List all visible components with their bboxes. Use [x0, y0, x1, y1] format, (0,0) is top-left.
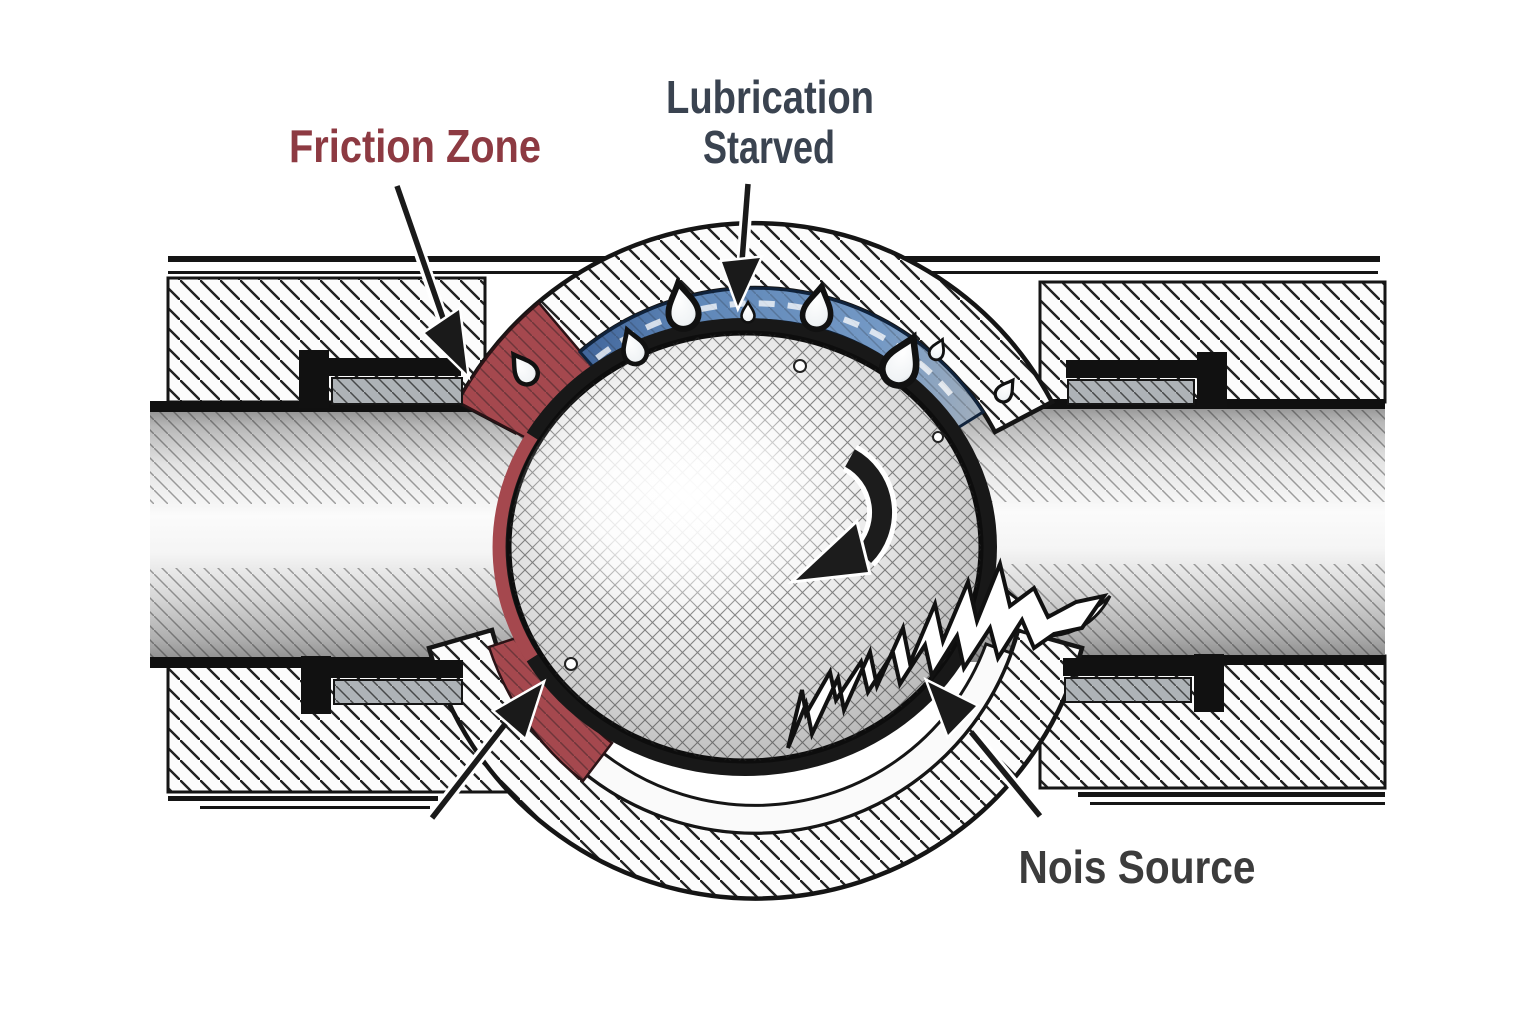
housing-bottom-edge-line-left	[168, 796, 438, 801]
ball-texture	[509, 333, 981, 761]
rotation-arrow-icon	[787, 444, 897, 584]
droplet-icon	[740, 299, 756, 324]
lubrication-band-streaks	[595, 300, 960, 404]
seal-key-top-right	[1066, 352, 1227, 408]
droplet-icon	[879, 331, 920, 389]
shaft-right-hatch-top	[955, 410, 1385, 502]
noise-zigzag	[786, 557, 1109, 749]
housing-bottom-edge-line-right-2	[1090, 802, 1385, 805]
lubrication-starved-label-line1: Lubrication	[666, 71, 874, 123]
lubrication-starved-label-line2: Starved	[703, 121, 835, 173]
seal-spacer-hatch	[334, 680, 462, 704]
arrow-shaft	[394, 185, 455, 345]
droplet-icon	[799, 280, 834, 333]
droplets	[510, 276, 1015, 404]
droplet-icon	[993, 377, 1015, 404]
ball-glint-1	[793, 359, 807, 373]
seal-key-block	[301, 656, 331, 714]
arrow-head-fill	[722, 258, 760, 306]
seal-key-bar	[1066, 360, 1197, 378]
noise-source-label: Nois Source	[1019, 841, 1256, 893]
shaft-left-top-edge	[150, 401, 575, 412]
seal-key-top-left	[299, 350, 463, 408]
friction-zone-bottom-hatch	[489, 632, 612, 781]
droplet-icon	[510, 350, 540, 387]
droplet-icon	[621, 325, 650, 367]
friction-contact-strip	[492, 432, 538, 662]
friction-zone-label: Friction Zone	[289, 120, 541, 172]
noise-burst-icon	[786, 557, 1112, 749]
arrow-head-fill	[495, 684, 542, 737]
arrow-shaft	[968, 730, 1043, 818]
droplet-icon	[665, 276, 702, 332]
noise-source-arrow	[923, 676, 1045, 820]
ball-glint-3	[564, 657, 578, 671]
seal-key-block	[299, 350, 329, 408]
arrow-head-fill	[928, 682, 976, 735]
seal-key-bar	[331, 660, 463, 678]
seal-spacer-hatch	[1068, 380, 1194, 404]
friction-zone-arrow	[391, 184, 471, 381]
lubrication-starved-arrow	[718, 183, 765, 313]
rotation-arrow-head-fill	[796, 524, 868, 580]
ball-highlight	[510, 377, 860, 617]
seal-key-bottom-right	[1063, 654, 1224, 712]
seal-key-bar	[329, 358, 461, 376]
seal-key-block	[1194, 654, 1224, 712]
arrow-shaft	[429, 721, 509, 820]
shaft-right	[955, 399, 1385, 665]
rotation-arrow-body	[844, 449, 892, 564]
seal-key-block	[1197, 352, 1227, 408]
seal-spacer-hatch	[1065, 678, 1191, 702]
seal-key-bar	[1063, 658, 1194, 676]
seal-key-bottom-left	[301, 656, 463, 714]
friction-zone-arrow-bottom	[427, 678, 547, 822]
ball-glint-2	[932, 431, 944, 443]
housing-bottom-edge-line-right	[1078, 792, 1385, 797]
arrow-head-fill	[425, 310, 467, 374]
housing-bottom-edge-line-left-2	[200, 806, 430, 809]
seal-spacer-hatch	[332, 378, 462, 404]
droplet-icon	[927, 336, 945, 362]
